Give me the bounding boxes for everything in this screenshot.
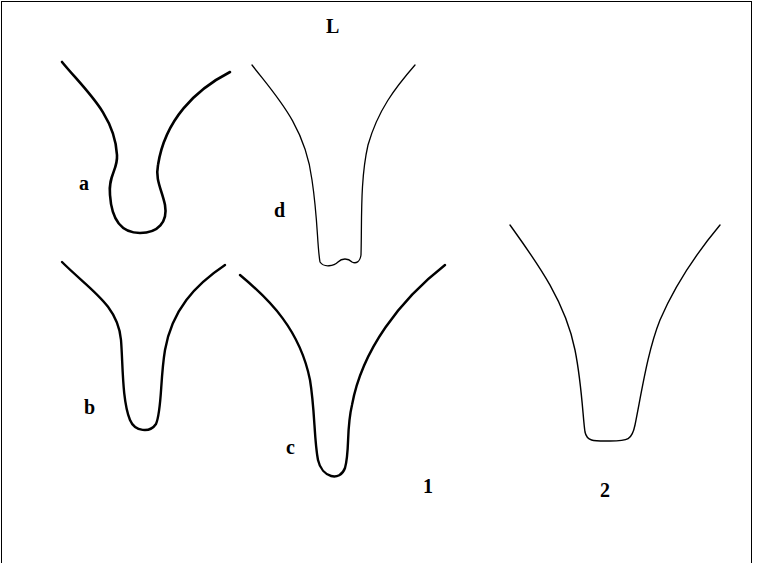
part-letter: d: [274, 200, 285, 220]
profile-curve-2: [510, 225, 720, 441]
profile-curve-a: [62, 62, 230, 233]
part-letter: b: [84, 397, 95, 417]
part-letter: L: [326, 16, 339, 36]
part-letter: a: [79, 173, 89, 193]
figure-frame: [2, 2, 752, 563]
profile-curve-c: [240, 265, 445, 476]
figure-number: 1: [423, 476, 433, 496]
figure-number: 2: [600, 480, 610, 500]
part-letter: c: [286, 437, 295, 457]
profile-curve-d: [252, 65, 415, 266]
profile-curve-b: [62, 262, 225, 430]
